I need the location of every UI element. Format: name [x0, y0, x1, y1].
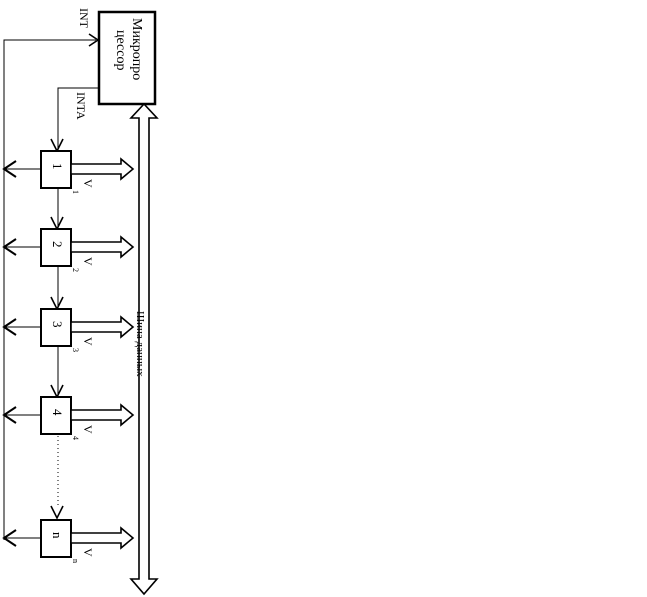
device-5-label: n [50, 532, 65, 539]
int-line [3, 39, 96, 540]
int-arrowhead [88, 33, 100, 47]
device-3-vector-subscript: 3 [71, 348, 80, 352]
chain-arrowhead-n [50, 505, 64, 520]
data-bus [129, 102, 159, 596]
device-5-output-arrowhead [2, 529, 17, 547]
data-bus-label: Шина данных [134, 311, 146, 377]
device-2-box [40, 228, 72, 267]
microprocessor-label-line1: Микропро [129, 18, 144, 80]
device-4-vector-subscript: 4 [71, 436, 80, 440]
device-1-vector-label: V [81, 179, 95, 188]
microprocessor-label-line2: цессор [113, 30, 128, 70]
device-2-vector-label: V [81, 257, 95, 266]
inta-label: INTA [74, 92, 88, 120]
inta-arrowhead [50, 138, 64, 153]
device-1-output-arrowhead [2, 160, 17, 178]
device-2-output-arrowhead [2, 238, 17, 256]
chain-arrowhead-1 [50, 216, 64, 231]
device-2-vector-subscript: 2 [71, 268, 80, 272]
device-4-label: 4 [50, 409, 65, 416]
device-4-box [40, 396, 72, 435]
device-2-label: 2 [50, 241, 65, 248]
device-1-box [40, 150, 72, 189]
device-1-bus-connector [70, 157, 135, 181]
device-2-bus-connector [70, 235, 135, 259]
device-1-label: 1 [50, 163, 65, 170]
inta-line [57, 87, 99, 151]
device-3-output-arrowhead [2, 318, 17, 336]
chain-arrowhead-3 [50, 384, 64, 399]
chain-arrowhead-2 [50, 296, 64, 311]
device-1-vector-subscript: 1 [71, 190, 80, 194]
microprocessor-box [97, 10, 157, 106]
device-5-vector-label: V [81, 548, 95, 557]
device-5-bus-connector [70, 526, 135, 550]
device-4-output-arrowhead [2, 406, 17, 424]
device-3-vector-label: V [81, 337, 95, 346]
device-3-bus-connector [70, 315, 135, 339]
device-4-vector-label: V [81, 425, 95, 434]
device-3-box [40, 308, 72, 347]
device-4-bus-connector [70, 403, 135, 427]
device-5-box [40, 519, 72, 558]
device-5-vector-subscript: n [71, 559, 80, 563]
int-label: INT [77, 8, 91, 29]
device-3-label: 3 [50, 321, 65, 328]
